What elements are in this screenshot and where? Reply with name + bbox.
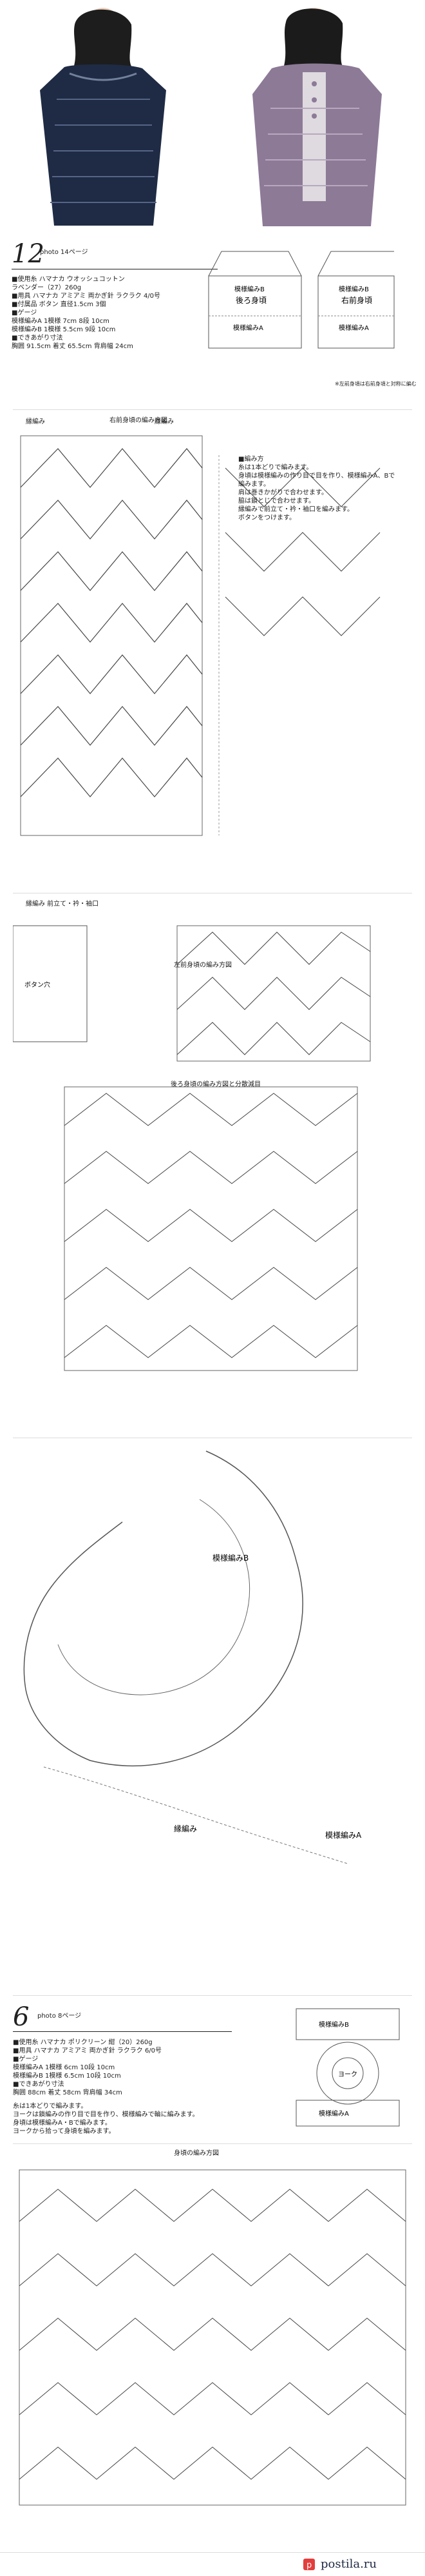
- materials-line: ■用具 ハマナカ アミアミ 両かぎ針 ラクラク 4/0号: [12, 293, 161, 300]
- note-line: ヨークから拾って身頃を編みます。: [13, 2128, 115, 2135]
- pattern-6-number: 6: [13, 2002, 30, 2032]
- note-line: 身頃は模様編みの作り目で目を作り、模様編みA、Bで編みます。: [238, 473, 395, 488]
- footer-brand[interactable]: p postila.ru: [303, 2557, 377, 2571]
- materials-line: ■ゲージ: [12, 309, 37, 317]
- left-front-title: 左前身頃の編み方図: [174, 962, 232, 969]
- materials-line: ■できあがり寸法: [12, 335, 63, 342]
- edge-label: 縁編み: [26, 418, 45, 425]
- garment-schematic-12: 後ろ身頃 右前身頃 模様編みB 模様編みA 模様編みB 模様編みA: [208, 251, 395, 349]
- note-line: 肩は巻きかがりで合わせます。: [238, 489, 328, 496]
- photo-header: [0, 0, 425, 236]
- materials-line: ■ゲージ: [13, 2056, 39, 2063]
- materials-line: 模様編みA 1模様 6cm 10段 10cm: [13, 2064, 115, 2071]
- crochet-chart-right-front: [20, 435, 381, 836]
- model-navy-top: [12, 5, 195, 231]
- materials-line: 模様編みB 1模様 5.5cm 9段 10cm: [12, 326, 116, 333]
- left-front-back-chart: 縁編み 前立て・衿・袖口 左前身頃の編み方図 後ろ身頃の編み方図と分散減目 ボタ…: [13, 893, 412, 1422]
- materials-line: 胸囲 91.5cm 着丈 65.5cm 背肩幅 24cm: [12, 343, 133, 350]
- note-line: 脇は鎖とじで合わせます。: [238, 498, 315, 505]
- back-chart-title: 後ろ身頃の編み方図と分散減目: [171, 1081, 261, 1088]
- svg-text:模様編みA: 模様編みA: [319, 2109, 349, 2118]
- pattern-12-header: 12 photo 14ページ ■使用糸 ハマナカ ウオッシュコットン ラベンダー…: [0, 235, 425, 396]
- pattern-number: 12: [12, 239, 44, 269]
- crochet-chart-yoke: 模様編みB 模様編みA 縁編み: [23, 1450, 362, 1864]
- pattern-6-photo-ref: photo 8ページ: [37, 2013, 82, 2020]
- photo-reference: photo 14ページ: [40, 249, 88, 256]
- svg-text:縁編み: 縁編み: [174, 1824, 197, 1833]
- svg-text:ボタン穴: ボタン穴: [24, 981, 50, 989]
- note-line: ヨークは鎖編みの作り目で目を作り、模様編みで輪に編みます。: [13, 2111, 199, 2118]
- materials-block: ■使用糸 ハマナカ ウオッシュコットン ラベンダー（27）260g ■用具 ハマ…: [12, 275, 208, 351]
- materials-line: ■付属品 ボタン 直径1.5cm 3個: [12, 301, 106, 308]
- model-lavender-top: [218, 5, 413, 231]
- materials-line: 胸囲 88cm 着丈 58cm 背肩幅 34cm: [13, 2089, 122, 2096]
- svg-text:模様編みA: 模様編みA: [233, 324, 263, 332]
- materials-line: ■使用糸 ハマナカ ウオッシュコットン: [12, 276, 125, 283]
- yoke-chart: 模様編みB 模様編みA 縁編み: [13, 1438, 412, 1993]
- footer-brand-text: postila.ru: [321, 2557, 377, 2571]
- notes-panel: ■編み方 糸は1本どりで編みます。 身頃は模様編みの作り目で目を作り、模様編みA…: [238, 455, 399, 522]
- svg-text:模様編みA: 模様編みA: [339, 324, 369, 332]
- svg-text:後ろ身頃: 後ろ身頃: [236, 295, 267, 305]
- crochet-chart-body-6: [19, 2169, 406, 2506]
- front-edge-label: 縁編み 前立て・衿・袖口: [26, 901, 99, 908]
- p-logo-icon: p: [303, 2558, 315, 2570]
- edge-label-right: 縁編み: [155, 418, 174, 425]
- body-chart-title: 身頃の編み方図: [174, 2150, 219, 2157]
- svg-text:模様編みB: 模様編みB: [319, 2020, 349, 2029]
- pattern-6-body-chart: 身頃の編み方図: [13, 2143, 412, 2524]
- materials-line: ■使用糸 ハマナカ ポリクリーン 紺（20）260g: [13, 2039, 153, 2046]
- pattern-6-notes: 糸は1本どりで編みます。 ヨークは鎖編みの作り目で目を作り、模様編みで輪に編みま…: [13, 2102, 219, 2136]
- note-line: 糸は1本どりで編みます。: [13, 2103, 88, 2110]
- right-front-chart: 右前身頃の編み方図 縁編み 縁編み ■編み方 糸は1本どりで編みます。 身頃は模…: [13, 409, 412, 881]
- chart-title: 右前身頃の編み方図: [109, 417, 167, 424]
- note-left-front-symmetric: ※左前身頃は右前身頃と対称に編む: [335, 381, 417, 387]
- svg-text:模様編みB: 模様編みB: [212, 1553, 249, 1563]
- note-line: ボタンをつけます。: [238, 514, 296, 522]
- svg-text:模様編みA: 模様編みA: [325, 1830, 362, 1840]
- svg-text:右前身頃: 右前身頃: [341, 295, 372, 305]
- yoke-schematic-6: 模様編みB ヨーク 模様編みA: [296, 2008, 400, 2127]
- materials-line: ■できあがり寸法: [13, 2081, 64, 2088]
- svg-text:模様編みB: 模様編みB: [339, 285, 369, 293]
- pattern-6-materials: ■使用糸 ハマナカ ポリクリーン 紺（20）260g ■用具 ハマナカ アミアミ…: [13, 2038, 219, 2097]
- notes-title: ■編み方: [238, 456, 264, 463]
- pattern-6-header: 6 photo 8ページ ■使用糸 ハマナカ ポリクリーン 紺（20）260g …: [13, 1995, 412, 2138]
- crochet-chart-left-front-back: ボタン穴: [13, 925, 371, 1371]
- note-line: 身頃は模様編みA・Bで編みます。: [13, 2120, 111, 2127]
- materials-line: 模様編みB 1模様 6.5cm 10段 10cm: [13, 2073, 121, 2080]
- materials-line: ■用具 ハマナカ アミアミ 両かぎ針 ラクラク 6/0号: [13, 2047, 162, 2054]
- note-line: 縁編みで前立て・衿・袖口を編みます。: [238, 506, 354, 513]
- materials-line: ラベンダー（27）260g: [12, 284, 82, 291]
- svg-text:ヨーク: ヨーク: [338, 2071, 357, 2078]
- svg-text:p: p: [307, 2561, 312, 2570]
- note-line: 糸は1本どりで編みます。: [238, 464, 313, 471]
- materials-line: 模様編みA 1模様 7cm 8段 10cm: [12, 318, 109, 325]
- svg-text:模様編みB: 模様編みB: [234, 285, 265, 293]
- footer: p postila.ru: [0, 2552, 425, 2576]
